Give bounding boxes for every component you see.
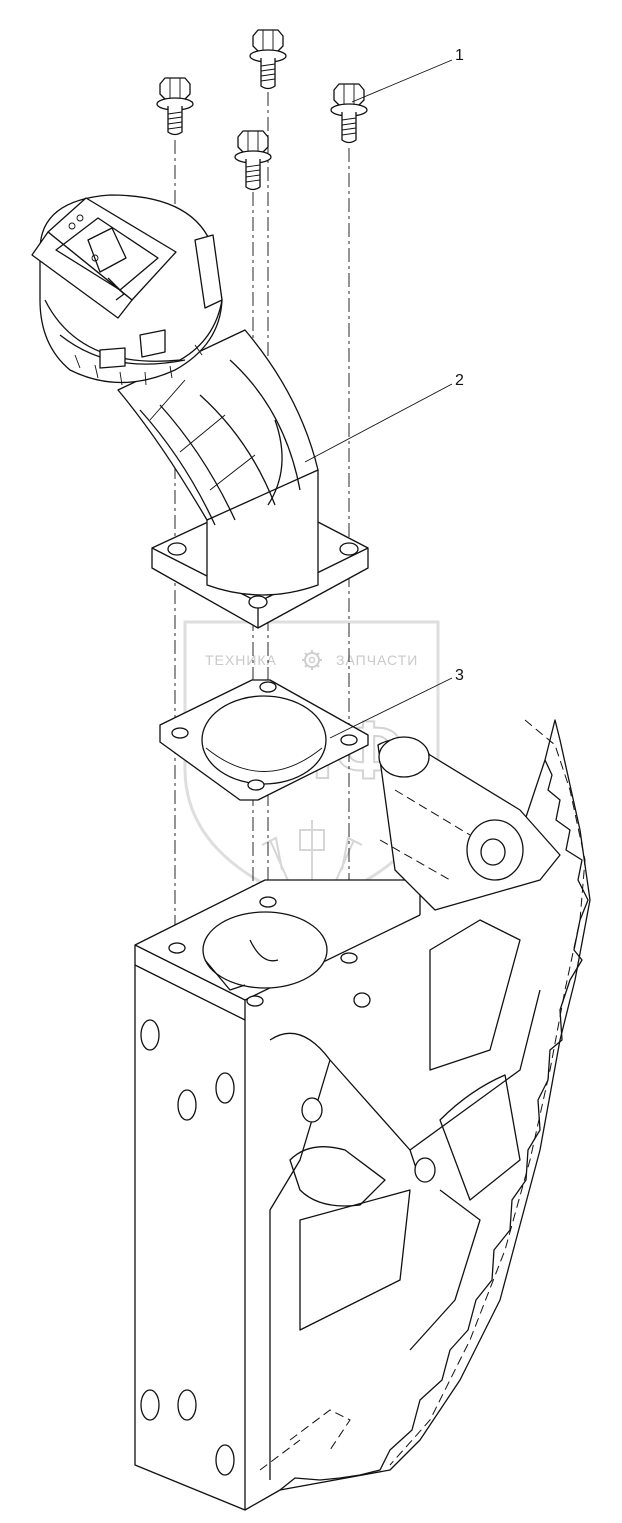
- watermark-left-text: ТЕХНИКА: [205, 652, 277, 668]
- bolt-right: [330, 83, 368, 144]
- callout-2: 2: [304, 372, 464, 463]
- gear-icon: [302, 650, 322, 670]
- callout-3: 3: [329, 667, 464, 739]
- callout-1: 1: [351, 47, 464, 103]
- housing-casting: [134, 719, 591, 1511]
- bolt-middle: [234, 130, 272, 191]
- callout-3-label: 3: [455, 667, 464, 684]
- callout-1-label: 1: [455, 47, 464, 64]
- gasket: [159, 679, 369, 801]
- callout-2-label: 2: [455, 372, 464, 389]
- bolt-top: [249, 29, 287, 90]
- elbow-pipe: [31, 194, 369, 629]
- watermark-right-text: ЗАПЧАСТИ: [336, 652, 418, 668]
- bolt-left: [156, 77, 194, 136]
